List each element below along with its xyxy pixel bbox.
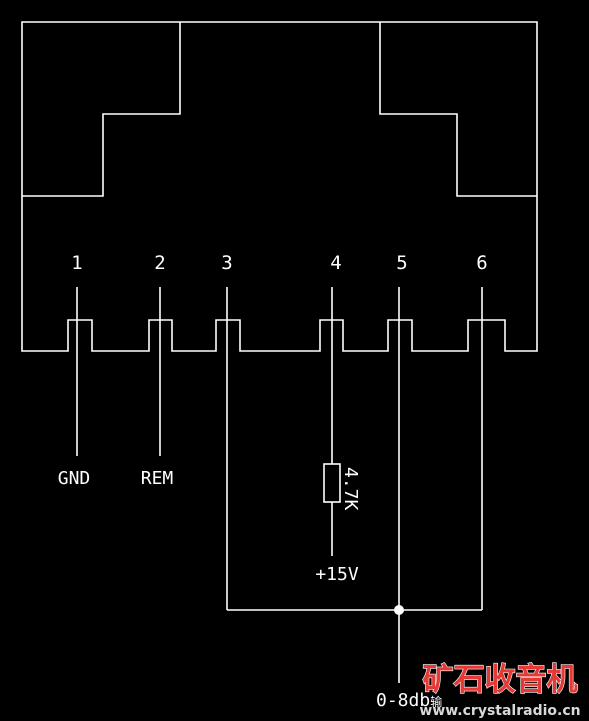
- output-label-suffix: 输: [430, 694, 442, 709]
- supply-voltage-label: +15V: [315, 564, 359, 585]
- resistor-symbol: [323, 463, 341, 503]
- connector-key-right: [379, 22, 537, 197]
- connector-outline: [21, 21, 538, 352]
- pin-1-signal-label: GND: [58, 468, 91, 489]
- pin-6-number: 6: [476, 252, 487, 274]
- resistor-value-label: 4.7K: [340, 467, 361, 511]
- watermark-name: 矿石收音机: [423, 662, 578, 698]
- pin-1-number: 1: [71, 252, 82, 274]
- pin-5-number: 5: [396, 252, 407, 274]
- pin-2-number: 2: [154, 252, 165, 274]
- junction-dot: [394, 605, 404, 615]
- pin-2-signal-label: REM: [141, 468, 174, 489]
- pin-4-number: 4: [330, 252, 341, 274]
- connector-key-left: [22, 22, 181, 197]
- pin-3-number: 3: [221, 252, 232, 274]
- watermark-url: www.crystalradio.cn: [419, 703, 580, 719]
- output-label: 0-8db输: [376, 690, 442, 711]
